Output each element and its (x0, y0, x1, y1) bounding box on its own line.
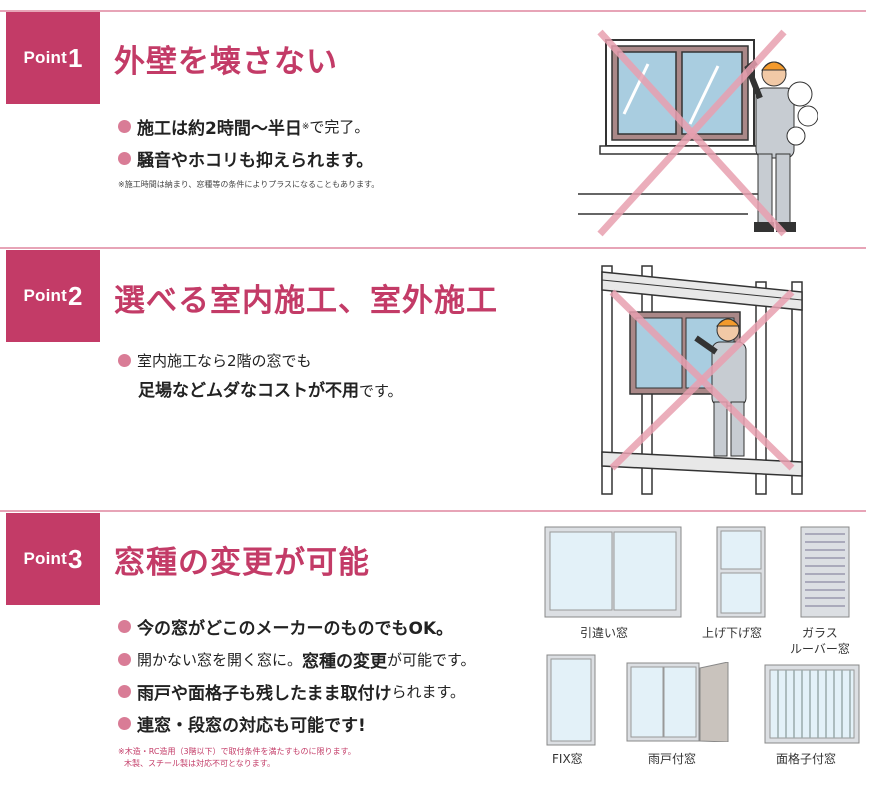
exterior-wall-work-illustration (578, 29, 818, 237)
window-type-label: 上げ下げ窓 (702, 626, 763, 640)
section-divider-2 (0, 247, 866, 249)
bullet-text: られます。 (391, 683, 466, 701)
bullet-text-bold: 足場などムダなコストが不用 (138, 381, 359, 401)
footnote: ※木造・RC造用（3階以下）で取付条件を満たすものに限ります。 (118, 747, 356, 756)
lattice-window-illustration (764, 664, 860, 744)
bullet-text: で完了。 (309, 118, 370, 136)
bullet-dot (118, 620, 131, 633)
point-number: 1 (68, 43, 83, 73)
point-number: 2 (68, 281, 83, 311)
bullet-dot (118, 152, 131, 165)
bullet-text: 室内施工なら2階の窓でも (137, 352, 312, 370)
point-label: Point (23, 549, 68, 568)
bullet-item: 施工は約2時間〜半日 ※ で完了。 (118, 114, 369, 139)
window-type-label: 雨戸付窓 (648, 752, 697, 766)
footnote: ※施工時間は納まり、窓種等の条件によりプラスになることもあります。 (118, 180, 380, 189)
bullet-dot (118, 354, 131, 367)
bullet-item: 今の窓がどこのメーカーのものでもOK。 (118, 614, 453, 639)
bullet-dot (118, 685, 131, 698)
bullet-text: 開かない窓を開く窓に。 (137, 651, 303, 669)
bullet-item: 連窓・段窓の対応も可能です! (118, 711, 366, 736)
point-number: 3 (68, 544, 83, 574)
point-title-2: 選べる室内施工、室外施工 (114, 283, 498, 319)
window-type-label: 面格子付窓 (776, 752, 837, 766)
double-hung-window-illustration (716, 526, 766, 618)
fix-window-illustration (546, 654, 596, 746)
bullet-item: 室内施工なら2階の窓でも (118, 350, 312, 371)
point-label: Point (23, 286, 68, 305)
footnote: 木製、スチール製は対応不可となります。 (124, 759, 275, 768)
section-divider-3 (0, 510, 866, 512)
point-badge-3: Point 3 (6, 513, 100, 605)
bullet-text-bold: 施工は約2時間〜半日 (137, 119, 302, 139)
window-type-label: ガラス (802, 626, 838, 640)
bullet-text: です。 (359, 382, 403, 400)
scaffold-work-illustration (601, 265, 803, 495)
bullet-text-bold: 今の窓がどこのメーカーのものでもOK。 (137, 619, 454, 639)
footnote-mark: ※ (301, 121, 310, 132)
bullet-item: 雨戸や面格子も残したまま取付けられます。 (118, 679, 465, 704)
point-label: Point (23, 48, 68, 67)
point-badge-1: Point 1 (6, 12, 100, 104)
bullet-text-bold: 雨戸や面格子も残したまま取付け (137, 684, 392, 704)
bullet-dot (118, 120, 131, 133)
point-title-1: 外壁を壊さない (114, 44, 338, 80)
point-title-3: 窓種の変更が可能 (114, 545, 370, 581)
bullet-item: 騒音やホコリも抑えられます。 (118, 146, 373, 171)
bullet-text-bold: 連窓・段窓の対応も可能です! (137, 716, 366, 736)
window-type-label: 引違い窓 (580, 626, 629, 640)
bullet-text-bold: 窓種の変更 (302, 652, 388, 672)
bullet-text: が可能です。 (387, 651, 476, 669)
bullet-continuation: 足場などムダなコストが不用です。 (138, 376, 403, 401)
louver-window-illustration (800, 526, 850, 618)
bullet-item: 開かない窓を開く窓に。窓種の変更が可能です。 (118, 647, 476, 672)
sliding-window-illustration (544, 526, 682, 618)
bullet-dot (118, 653, 131, 666)
section-divider-1 (0, 10, 866, 12)
window-type-label: ルーバー窓 (790, 642, 850, 656)
shutter-window-illustration (626, 662, 729, 742)
window-type-label: FIX窓 (552, 752, 583, 766)
bullet-dot (118, 717, 131, 730)
point-badge-2: Point 2 (6, 250, 100, 342)
bullet-text-bold: 騒音やホコリも抑えられます。 (137, 151, 374, 171)
